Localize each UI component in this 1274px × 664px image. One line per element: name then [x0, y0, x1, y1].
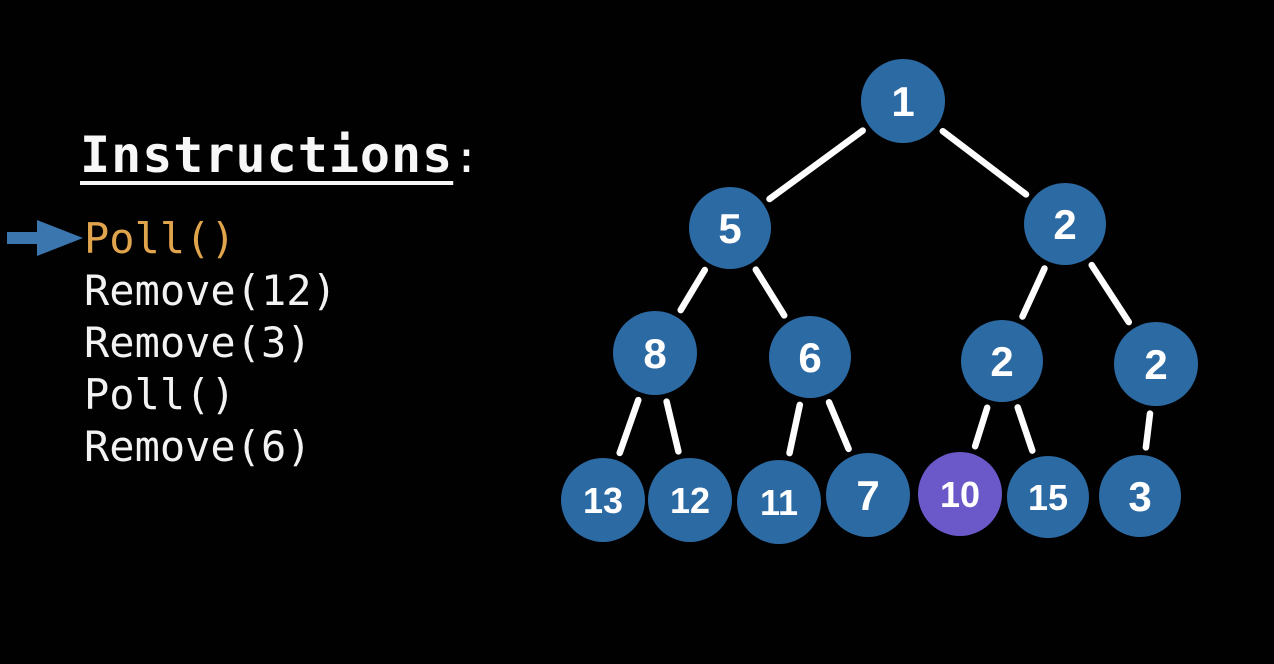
tree-node-label: 2 — [990, 338, 1013, 385]
tree-node: 2 — [961, 320, 1043, 402]
instruction-label: Poll() — [84, 214, 236, 263]
tree-node-label: 15 — [1028, 477, 1068, 518]
tree-node-label: 2 — [1053, 201, 1076, 248]
instruction-item: Remove(3) — [84, 317, 337, 369]
tree-edge — [971, 404, 991, 450]
tree-node-label: 12 — [670, 480, 710, 521]
tree-edge — [616, 396, 642, 457]
tree-node-label: 13 — [583, 480, 623, 521]
tree-edge — [825, 398, 852, 453]
instruction-item: Remove(12) — [84, 265, 337, 317]
tree-node-circle — [737, 460, 821, 544]
tree-node-label: 11 — [760, 482, 798, 523]
tree-edge — [766, 127, 866, 203]
tree-node-circle — [826, 453, 910, 537]
tree-node-circle — [689, 187, 771, 269]
tree-node-label: 3 — [1128, 473, 1151, 520]
instruction-item: Poll() — [84, 213, 337, 265]
tree-edge — [786, 401, 804, 457]
tree-node-label: 8 — [643, 330, 666, 377]
instruction-label: Remove(12) — [84, 266, 337, 315]
tree-edge — [663, 398, 682, 455]
tree-node: 2 — [1114, 322, 1198, 406]
tree-node: 6 — [769, 316, 851, 398]
tree-node-circle — [961, 320, 1043, 402]
tree-node: 12 — [648, 458, 732, 542]
tree-node-label: 1 — [891, 78, 914, 125]
tree-node-label: 7 — [856, 472, 879, 519]
tree-node: 1 — [861, 59, 945, 143]
tree-edge — [1142, 410, 1154, 451]
tree-edge — [752, 266, 788, 319]
tree-node: 5 — [689, 187, 771, 269]
instructions-heading-colon: : — [453, 132, 481, 183]
current-instruction-arrow-icon — [7, 220, 83, 256]
tree-edge — [677, 266, 709, 314]
tree-node-circle — [1024, 183, 1106, 265]
tree-node-circle — [1114, 322, 1198, 406]
tree-node-label: 6 — [798, 334, 821, 381]
instruction-label: Remove(3) — [84, 318, 312, 367]
tree-node: 8 — [613, 311, 697, 395]
arrow-shape — [7, 220, 83, 256]
tree-node: 7 — [826, 453, 910, 537]
tree-node-circle — [918, 452, 1002, 536]
tree-edge — [1014, 404, 1036, 454]
tree-node: 13 — [561, 458, 645, 542]
instruction-label: Poll() — [84, 370, 236, 419]
tree-node: 15 — [1007, 456, 1089, 538]
tree-node-circle — [1007, 456, 1089, 538]
tree-node-label: 2 — [1144, 341, 1167, 388]
tree-edge — [1088, 261, 1133, 326]
tree-edge — [1019, 265, 1048, 320]
tree-node-circle — [861, 59, 945, 143]
tree-node-label: 5 — [718, 205, 741, 252]
tree-node: 11 — [737, 460, 821, 544]
instructions-heading: Instructions: — [80, 126, 481, 184]
tree-node-circle — [648, 458, 732, 542]
instruction-item: Poll() — [84, 369, 337, 421]
instructions-list: Poll()Remove(12)Remove(3)Poll()Remove(6) — [84, 213, 337, 473]
instructions-heading-text: Instructions — [80, 126, 454, 184]
tree-node: 3 — [1099, 455, 1181, 537]
tree-node-circle — [1099, 455, 1181, 537]
tree-edge — [939, 127, 1030, 198]
tree-node-label: 10 — [940, 474, 980, 515]
tree-node: 10 — [918, 452, 1002, 536]
tree-node-circle — [561, 458, 645, 542]
tree-node: 2 — [1024, 183, 1106, 265]
tree-node-circle — [613, 311, 697, 395]
instruction-label: Remove(6) — [84, 422, 312, 471]
instruction-item: Remove(6) — [84, 421, 337, 473]
tree-node-circle — [769, 316, 851, 398]
